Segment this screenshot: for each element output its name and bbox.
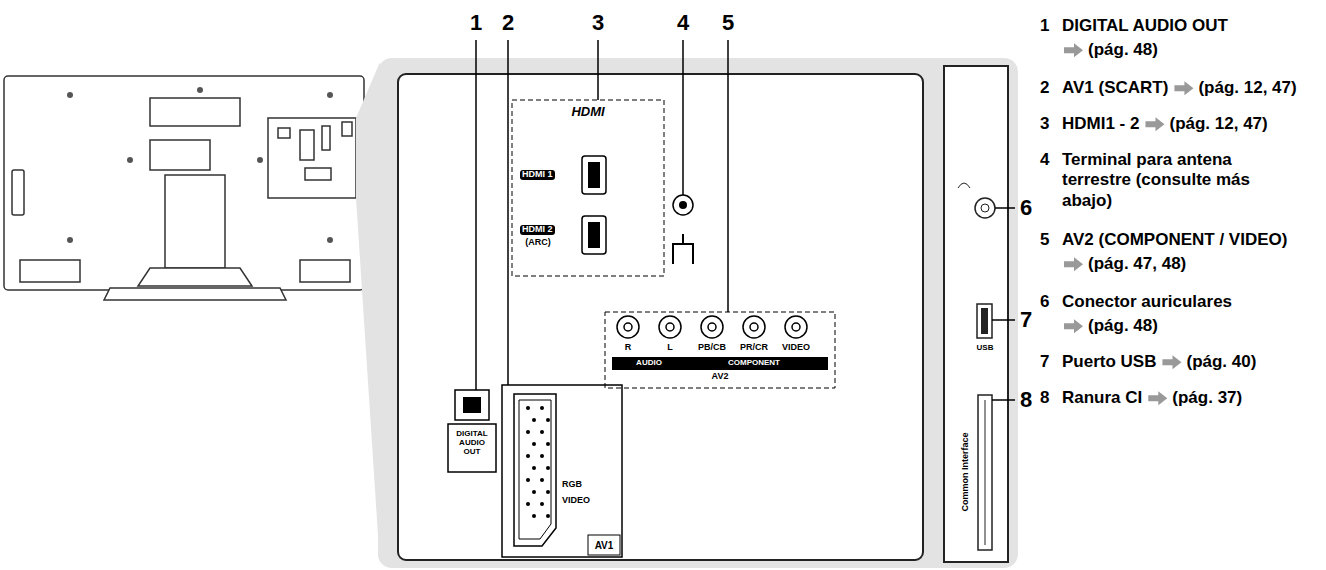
page-reference: (pág. 12, 47) xyxy=(1169,114,1267,134)
connector-label: AV1 xyxy=(595,540,614,551)
connector-label: PB/CB xyxy=(698,343,726,353)
connector-label: COMPONENT xyxy=(728,359,780,368)
list-item-text: Conector auriculares xyxy=(1062,292,1232,312)
connector-label: (ARC) xyxy=(525,238,551,248)
connector-label: RGB xyxy=(562,480,582,490)
callout-number: 2 xyxy=(502,10,514,36)
arrow-icon xyxy=(1162,355,1181,369)
connector-label: L xyxy=(667,343,673,353)
arrow-icon xyxy=(1174,81,1193,95)
page-reference: (pág. 37) xyxy=(1172,388,1242,408)
callout-number: 3 xyxy=(592,10,604,36)
page-reference: (pág. 47, 48) xyxy=(1088,254,1186,274)
callout-number: 1 xyxy=(470,10,482,36)
list-item-text: DIGITAL AUDIO OUT xyxy=(1062,16,1228,36)
callout-number: 7 xyxy=(1020,307,1032,333)
page-reference: (pág. 48) xyxy=(1088,40,1158,60)
list-item-text: Ranura CI xyxy=(1062,388,1142,408)
page-reference: (pág. 40) xyxy=(1186,352,1256,372)
connector-label: R xyxy=(625,343,632,353)
connector-label: VIDEO xyxy=(782,343,810,353)
list-item-text: Terminal para antena terrestre (consulte… xyxy=(1062,150,1297,211)
list-number: 8 xyxy=(1040,388,1049,408)
connector-label: USB xyxy=(977,344,994,353)
list-number: 2 xyxy=(1040,78,1049,98)
list-number: 1 xyxy=(1040,16,1049,36)
list-number: 6 xyxy=(1040,292,1049,312)
page-reference: (pág. 48) xyxy=(1088,316,1158,336)
connector-label: Common Interface xyxy=(961,432,971,511)
connector-label: AUDIO xyxy=(636,359,662,368)
list-number: 7 xyxy=(1040,352,1049,372)
arrow-icon xyxy=(1148,391,1167,405)
list-item-text: AV1 (SCART) xyxy=(1062,78,1168,98)
arrow-icon xyxy=(1064,319,1083,333)
list-item-text: HDMI1 - 2 xyxy=(1062,114,1139,134)
list-item-text: Puerto USB xyxy=(1062,352,1156,372)
hdmi-logo: HDMI xyxy=(571,104,604,120)
callout-number: 4 xyxy=(677,10,689,36)
list-item-text: AV2 (COMPONENT / VIDEO) xyxy=(1062,230,1287,250)
connector-label: AV2 xyxy=(712,372,729,382)
arrow-icon xyxy=(1064,43,1083,57)
connector-label: VIDEO xyxy=(562,496,590,506)
connector-label: HDMI 2 xyxy=(520,225,555,235)
arrow-icon xyxy=(1145,117,1164,131)
list-number: 5 xyxy=(1040,230,1049,250)
connector-label: PR/CR xyxy=(740,343,768,353)
callout-number: 5 xyxy=(722,10,734,36)
list-number: 3 xyxy=(1040,114,1049,134)
connector-label: HDMI 1 xyxy=(520,170,555,180)
list-number: 4 xyxy=(1040,150,1049,170)
callout-number: 8 xyxy=(1020,387,1032,413)
arrow-icon xyxy=(1064,257,1083,271)
page-reference: (pág. 12, 47) xyxy=(1198,78,1296,98)
connector-label: DIGITAL AUDIO OUT xyxy=(450,430,494,456)
callout-number: 6 xyxy=(1020,195,1032,221)
